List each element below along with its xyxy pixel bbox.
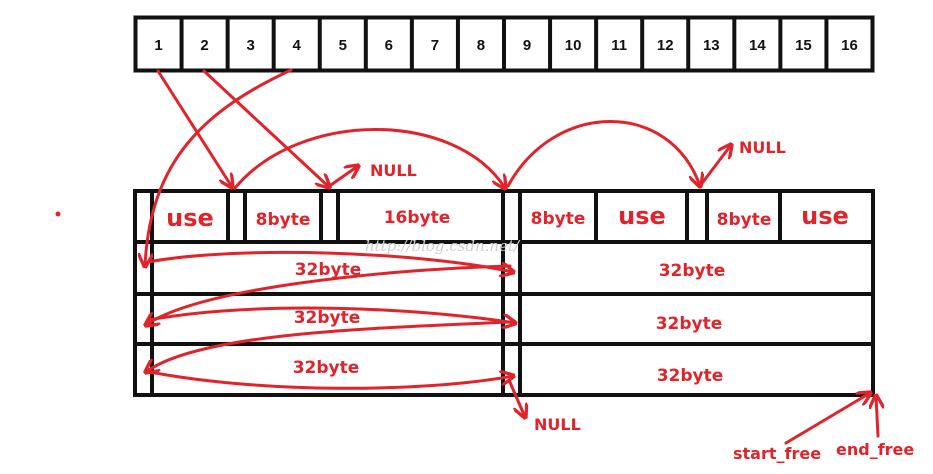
end-free-label: end_free (836, 440, 914, 459)
free-list-index-13: 13 (703, 37, 720, 54)
arrow-row2-to-row3 (146, 320, 512, 372)
arrow-index4-to-32byte-chain (145, 68, 293, 266)
arrow-row1-forward (146, 250, 513, 272)
watermark: http://blog.csdn.net/ (365, 237, 521, 255)
arrow-end-free (876, 396, 878, 438)
free-list-dividers (179, 17, 829, 71)
free-list-index-6: 6 (385, 37, 393, 54)
row1-left-label: 32byte (295, 260, 362, 280)
arrow-8byte-to-null (698, 145, 731, 188)
arrow-start-free (784, 393, 870, 445)
use-label-1: use (166, 204, 214, 232)
free-list-index-9: 9 (523, 37, 531, 54)
arrow-row3-to-null (507, 378, 525, 417)
row3-right-label: 32byte (657, 366, 724, 386)
arrow-16byte-to-null (326, 166, 358, 189)
free-list-index-16: 16 (841, 37, 858, 54)
free-list-index-7: 7 (431, 37, 439, 54)
stray-dot (55, 211, 61, 217)
use-label-3: use (801, 202, 849, 230)
arrow-index1-to-8byte-slot (156, 69, 232, 187)
size-label-16byte: 16byte (384, 208, 451, 228)
size-label-8byte-3: 8byte (717, 210, 772, 230)
free-list-index-12: 12 (657, 37, 674, 54)
start-free-label: start_free (733, 444, 821, 463)
arrow-8byte-to-8byte-2 (506, 120, 700, 187)
free-list-index-15: 15 (795, 37, 812, 54)
row2-left-label: 32byte (294, 308, 361, 328)
free-list-index-8: 8 (477, 37, 485, 54)
null-label-top-2: NULL (739, 138, 786, 157)
free-list-index-3: 3 (246, 37, 254, 54)
pointer-arrows (145, 68, 878, 445)
block-labels: use 8byte 16byte 8byte use 8byte use 32b… (166, 138, 914, 463)
arrow-row1-to-row2 (146, 264, 512, 325)
null-label-top-1: NULL (370, 161, 417, 180)
free-list-index-14: 14 (749, 37, 766, 54)
free-list-index-10: 10 (565, 37, 582, 54)
free-list-index-11: 11 (611, 37, 627, 54)
arrow-index2-to-16byte-slot (202, 69, 329, 187)
free-list-index-5: 5 (339, 37, 347, 54)
size-label-8byte-1: 8byte (256, 210, 311, 230)
free-list-index-4: 4 (293, 37, 302, 54)
use-label-2: use (618, 202, 666, 230)
arrow-row3-forward (148, 372, 513, 390)
arrow-8byte-to-8byte (233, 128, 505, 189)
arrow-row2-forward (146, 306, 515, 323)
null-label-bottom: NULL (534, 415, 581, 434)
row3-left-label: 32byte (293, 358, 360, 378)
row2-right-label: 32byte (656, 314, 723, 334)
size-label-8byte-2: 8byte (531, 209, 586, 229)
row1-right-label: 32byte (659, 261, 726, 281)
free-list-index-2: 2 (200, 37, 208, 54)
free-list-index-1: 1 (154, 37, 162, 54)
